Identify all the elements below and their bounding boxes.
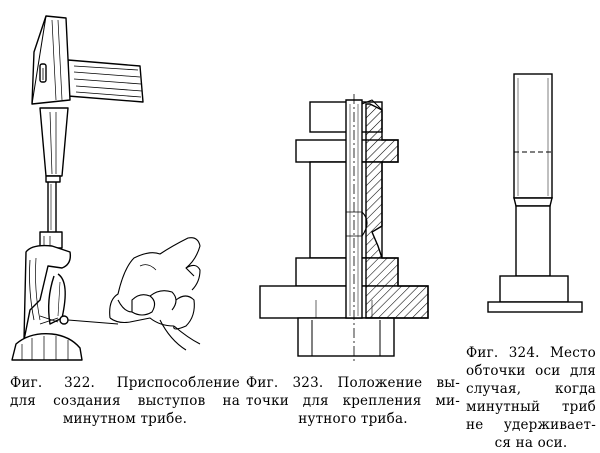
fig-322-caption: Фиг. 322. Приспособление для создания вы… (10, 374, 240, 428)
caption-line: ся на оси. (494, 435, 568, 451)
caption-line: случая, когда (466, 381, 596, 397)
axle-base (487, 301, 583, 313)
arbor (345, 94, 368, 362)
caption-line: минутный триб (466, 399, 596, 415)
caption-line: нутного триба. (298, 411, 408, 427)
clamp-base (11, 231, 119, 361)
hatched-section (365, 103, 429, 319)
fig-323-caption: Фиг. 323. Положение вы- точки для крепле… (246, 374, 460, 428)
fig-324-drawing (487, 73, 583, 313)
caption-line: минутном трибе. (62, 411, 188, 427)
caption-line: обточки оси для (466, 363, 596, 379)
caption-line: точки для крепления ми- (246, 393, 460, 409)
bottom-pad (297, 317, 395, 357)
hand (109, 237, 201, 351)
axle-upper (513, 73, 553, 199)
punch-tool (39, 107, 69, 232)
caption-line: Фиг. 322. Приспособление (10, 375, 240, 391)
hammer-handle (67, 59, 144, 103)
fig-323-drawing (259, 94, 429, 362)
axle-lower (515, 205, 551, 277)
caption-line: Фиг. 324. Место (466, 345, 596, 361)
hammer-head (31, 15, 71, 105)
axle-taper (513, 197, 553, 207)
fig-324-caption: Фиг. 324. Место обточки оси для случая, … (466, 344, 596, 452)
caption-line: не удерживает- (466, 417, 596, 433)
caption-line: Фиг. 323. Положение вы- (246, 375, 460, 391)
caption-line: для создания выступов на (10, 393, 240, 409)
axle-collar (499, 275, 569, 303)
fig-322-drawing (11, 15, 201, 361)
